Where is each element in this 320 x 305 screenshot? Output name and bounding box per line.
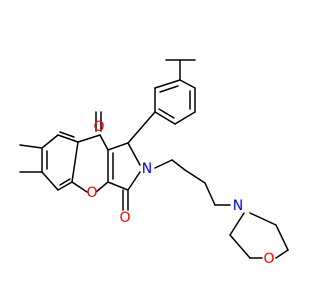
bond (77, 134, 101, 143)
bond (127, 111, 156, 144)
bond (229, 212, 245, 236)
bond (127, 142, 141, 166)
bond (154, 159, 173, 169)
bond (154, 79, 181, 89)
morpholine-oxygen-label: O (263, 251, 274, 267)
atom-labels: O O O N N O (86, 119, 274, 267)
bond (57, 181, 73, 191)
bond (107, 142, 129, 151)
pyran-oxygen-label: O (86, 185, 97, 201)
bond (71, 141, 79, 183)
ketone-oxygen-label: O (93, 119, 104, 135)
bond (179, 79, 196, 89)
bond (99, 134, 109, 151)
bond (57, 134, 79, 143)
chemical-structure-canvas: O O O N N O (19, 59, 289, 267)
bond (154, 111, 176, 125)
chemical-structure-diagram: O O O N N O (19, 59, 289, 267)
bond (171, 159, 186, 171)
bond (159, 85, 179, 93)
bond (158, 108, 175, 119)
bonds (19, 59, 289, 259)
bond (229, 234, 251, 259)
lactam-oxygen-label: O (119, 210, 130, 226)
bond (107, 181, 129, 191)
bond (275, 249, 289, 259)
bond (41, 171, 59, 191)
bond (19, 144, 43, 149)
bond (127, 171, 141, 191)
bond (59, 131, 75, 138)
bond (174, 111, 196, 125)
bond (95, 181, 109, 193)
pyrrolidine-nitrogen-label: N (142, 161, 152, 177)
bond (184, 169, 206, 184)
morpholine-nitrogen-label: N (233, 198, 243, 214)
bond (275, 224, 289, 251)
bond (59, 178, 71, 186)
bond (41, 134, 59, 149)
bond (249, 212, 277, 226)
bond (71, 181, 88, 193)
bond (204, 182, 216, 206)
